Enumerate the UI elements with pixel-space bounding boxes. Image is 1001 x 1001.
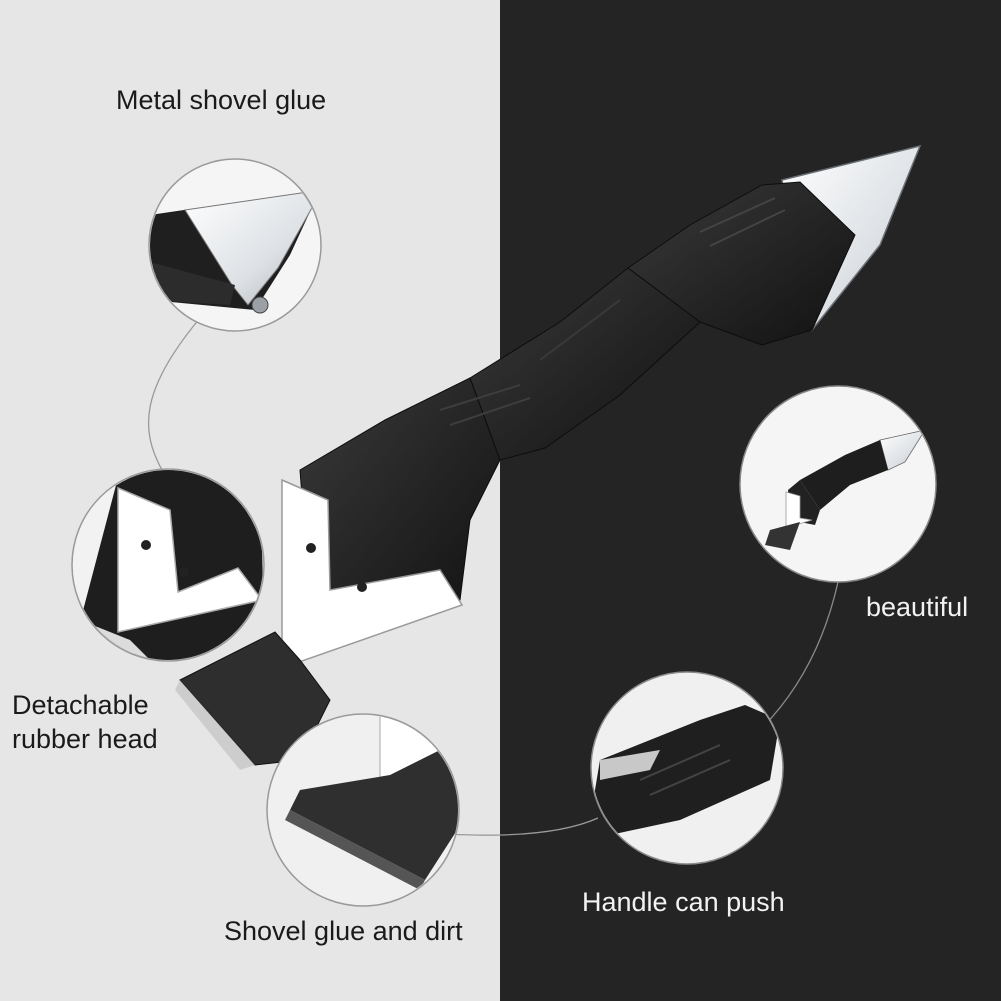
- callout-circle-whole-tool: [739, 385, 937, 583]
- label-detachable-line2: rubber head: [12, 724, 158, 754]
- caulking-tool: [175, 144, 922, 770]
- callout-circle-metal-blade: [148, 158, 322, 332]
- label-metal-shovel-glue: Metal shovel glue: [116, 85, 327, 115]
- label-handle-can-push: Handle can push: [582, 887, 785, 917]
- callout-circle-handle: [590, 671, 784, 865]
- label-detachable-line1: Detachable: [12, 690, 149, 720]
- callout-circle-rubber-head: [71, 468, 265, 662]
- label-beautiful: beautiful: [866, 592, 969, 622]
- callout-circle-scraper: [266, 713, 460, 907]
- label-shovel-glue-dirt: Shovel glue and dirt: [224, 916, 463, 946]
